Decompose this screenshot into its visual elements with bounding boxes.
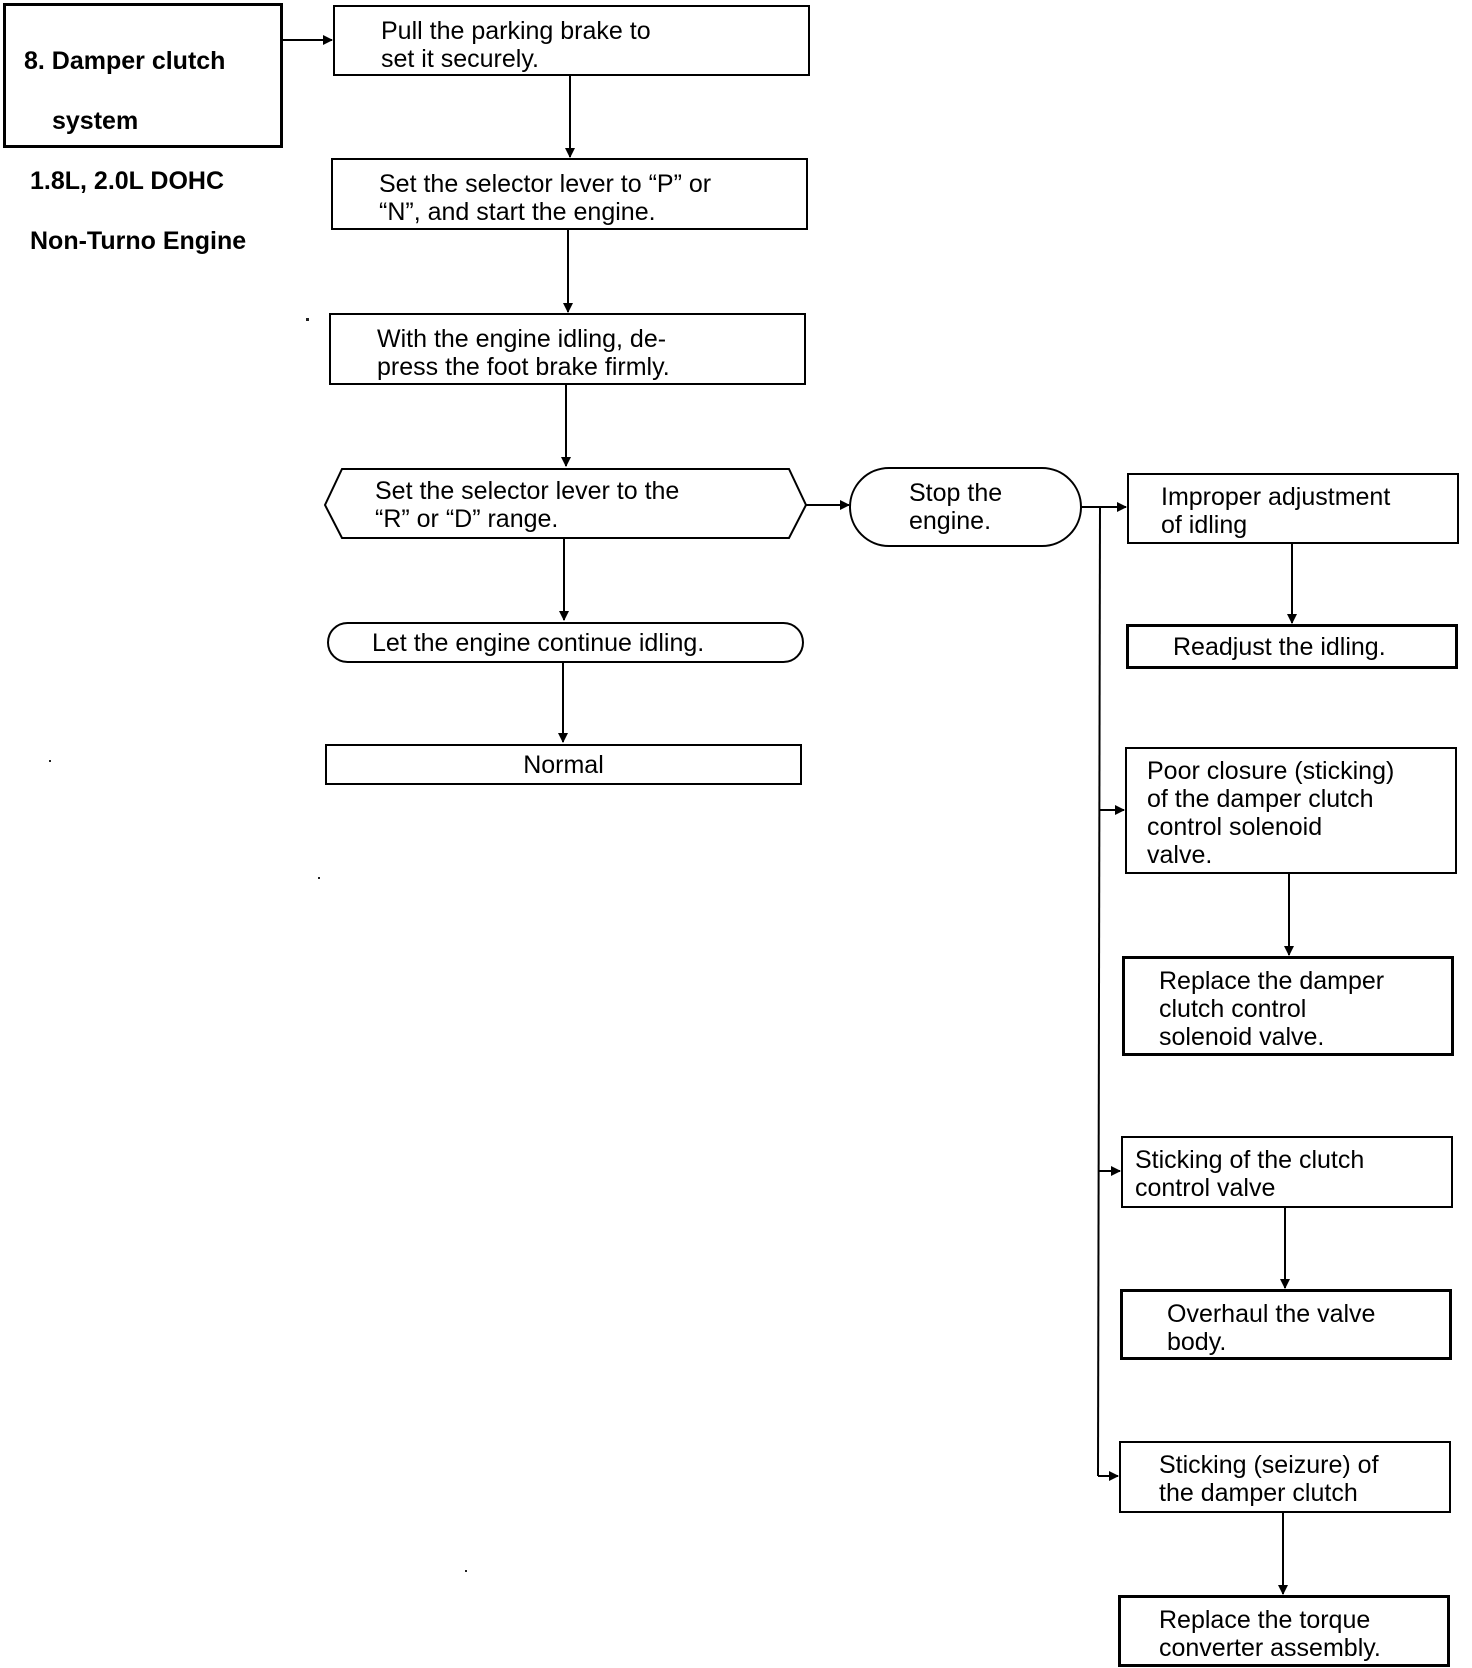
step-continue-idling: Let the engine continue idling. (327, 622, 804, 663)
scan-speck (306, 318, 309, 321)
section-title-box: 8. Damper clutch system 1.8L, 2.0L DOHC … (3, 3, 283, 255)
branch-trunk (1097, 506, 1101, 1477)
remedy-replace-solenoid-valve: Replace the damper clutch control soleno… (1122, 956, 1454, 1056)
scan-speck (318, 877, 320, 879)
scan-speck (49, 760, 51, 762)
cause-clutch-control-valve: Sticking of the clutch control valve (1121, 1136, 1453, 1208)
step-depress-brake: With the engine idling, de- press the fo… (329, 313, 806, 385)
decision-hexagon (323, 468, 808, 539)
scan-speck (465, 1570, 467, 1572)
step-parking-brake: Pull the parking brake to set it securel… (333, 5, 810, 76)
result-normal: Normal (325, 744, 802, 785)
step-start-engine: Set the selector lever to “P” or “N”, an… (331, 158, 808, 230)
section-title-line2: system (52, 107, 139, 135)
cause-damper-clutch-seizure: Sticking (seizure) of the damper clutch (1119, 1441, 1451, 1513)
section-title-line1: 8. Damper clutch (24, 47, 226, 75)
cause-solenoid-valve-closure: Poor closure (sticking) of the damper cl… (1125, 747, 1457, 874)
remedy-replace-torque-converter: Replace the torque converter assembly. (1118, 1595, 1450, 1667)
remedy-readjust-idling: Readjust the idling. (1126, 624, 1458, 669)
remedy-overhaul-valve-body: Overhaul the valve body. (1120, 1289, 1452, 1360)
decision-selector-range: Set the selector lever to the “R” or “D”… (375, 477, 680, 533)
stop-engine-node: Stop the engine. (849, 467, 1082, 547)
section-title-line3: 1.8L, 2.0L DOHC (30, 167, 225, 195)
section-title-line4: Non-Turno Engine (30, 227, 247, 255)
cause-improper-idling: Improper adjustment of idling (1127, 473, 1459, 544)
